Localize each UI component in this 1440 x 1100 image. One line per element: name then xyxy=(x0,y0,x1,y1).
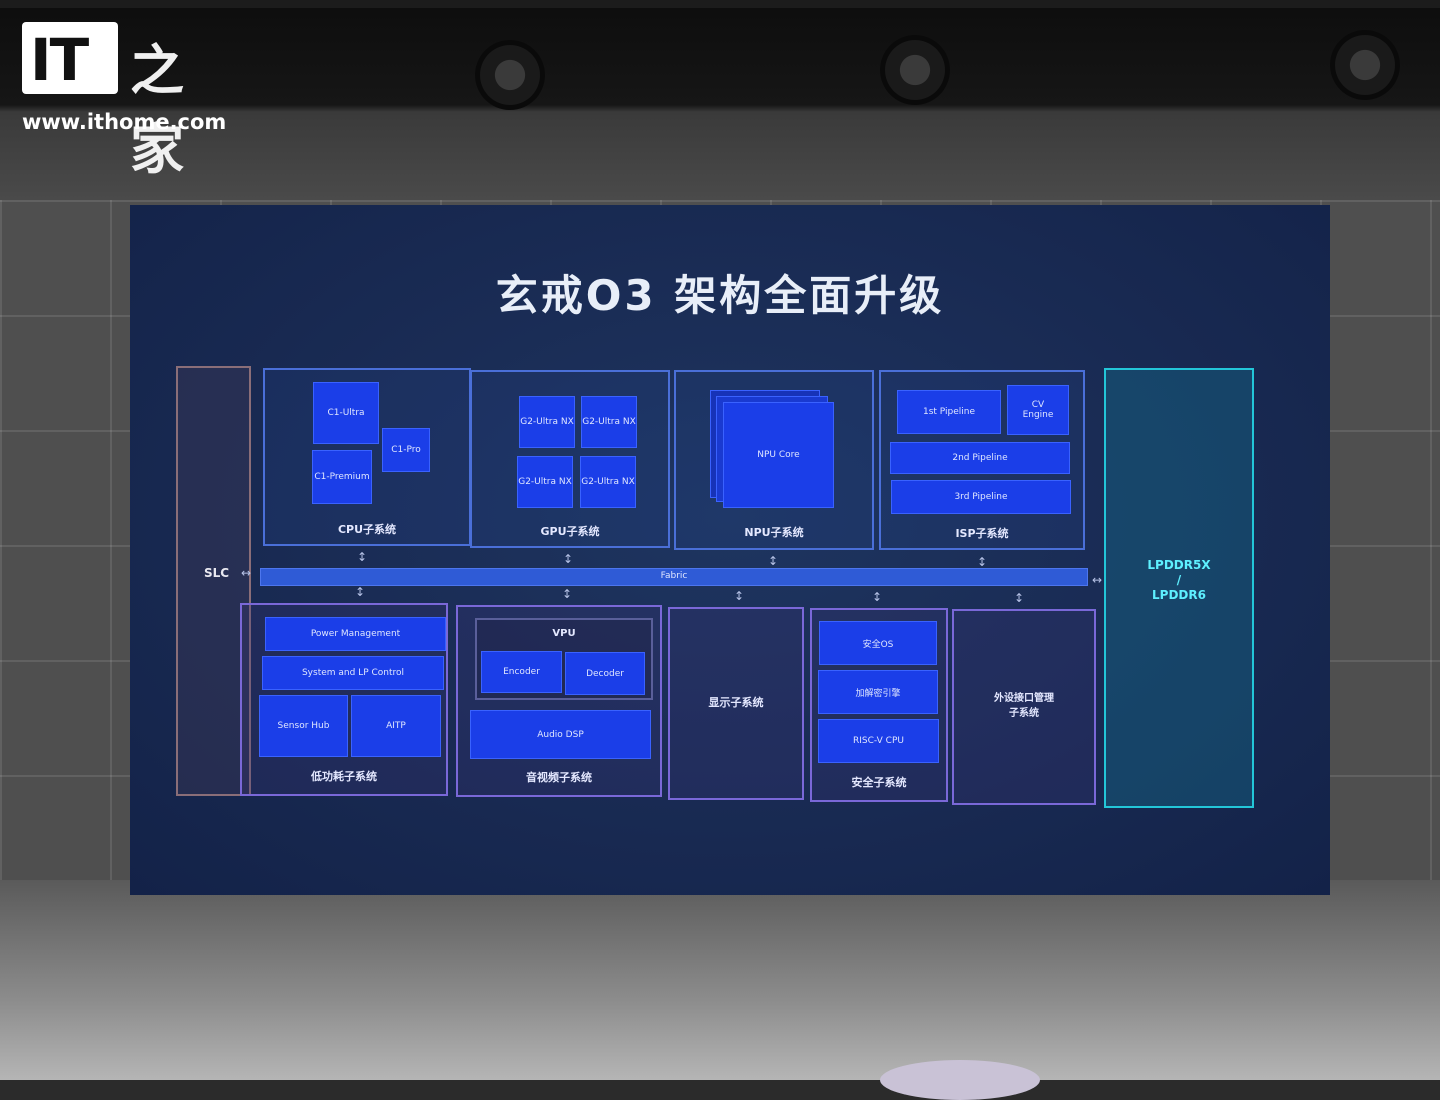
audio-dsp: Audio DSP xyxy=(470,710,651,759)
crypto-engine: 加解密引擎 xyxy=(818,670,938,714)
peripheral-subsystem xyxy=(952,609,1096,805)
gpu-label: GPU子系统 xyxy=(540,525,600,538)
ithome-logo: IT xyxy=(22,22,118,94)
peripheral-label-line-1: 外设接口管理 xyxy=(994,693,1054,704)
ithome-url: www.ithome.com xyxy=(22,110,227,134)
av-subsystem xyxy=(456,605,662,797)
ithome-watermark: IT 之家 www.ithome.com xyxy=(22,22,226,181)
fabric-label: Fabric xyxy=(660,571,688,581)
system-lp-control: System and LP Control xyxy=(262,656,444,690)
aitp: AITP xyxy=(351,695,441,757)
peripheral-label-line-2: 子系统 xyxy=(1009,708,1039,719)
presentation-screen xyxy=(130,205,1330,895)
cpu-core-premium: C1-Premium xyxy=(312,450,372,504)
slc-label: SLC xyxy=(204,566,230,580)
av-arrow: ↕ xyxy=(562,587,573,601)
low-power-label: 低功耗子系统 xyxy=(311,770,377,783)
cpu-label: CPU子系统 xyxy=(337,523,397,536)
memory-line-3: LPDDR6 xyxy=(1152,588,1206,602)
cv-engine: CV Engine xyxy=(1007,385,1069,435)
stage-light xyxy=(475,40,545,110)
npu-arrow: ↕ xyxy=(768,554,779,568)
cv-engine-line-2: Engine xyxy=(1022,410,1054,420)
npu-core: NPU Core xyxy=(723,402,834,508)
risc-v-cpu: RISC-V CPU xyxy=(818,719,939,763)
security-arrow: ↕ xyxy=(872,590,883,604)
cpu-core-ultra: C1-Ultra xyxy=(313,382,379,444)
power-management: Power Management xyxy=(265,617,446,651)
isp-pipeline-2: 2nd Pipeline xyxy=(890,442,1070,474)
memory-line-2: / xyxy=(1176,573,1182,587)
vpu-label: VPU xyxy=(552,628,576,639)
npu-label: NPU子系统 xyxy=(744,526,804,539)
stage-light xyxy=(880,35,950,105)
peripheral-label: 外设接口管理 子系统 xyxy=(952,691,1096,721)
fabric-bus xyxy=(260,568,1088,586)
ithome-logo-text: IT xyxy=(30,26,89,94)
lighting-rig xyxy=(0,0,1440,8)
gpu-core-4: G2-Ultra NX xyxy=(580,456,636,508)
gpu-core-2: G2-Ultra NX xyxy=(581,396,637,448)
display-arrow: ↕ xyxy=(734,589,745,603)
isp-label: ISP子系统 xyxy=(955,527,1009,540)
sensor-hub: Sensor Hub xyxy=(259,695,348,757)
audience-head xyxy=(880,1060,1040,1100)
ithome-logo-cn: 之家 xyxy=(130,39,184,181)
ceiling xyxy=(0,0,1440,200)
cpu-arrow: ↕ xyxy=(357,550,368,564)
memory-label: LPDDR5X / LPDDR6 xyxy=(1104,558,1254,603)
isp-pipeline-1: 1st Pipeline xyxy=(897,390,1001,434)
encoder: Encoder xyxy=(481,651,562,693)
memory-block xyxy=(1104,368,1254,808)
memory-line-1: LPDDR5X xyxy=(1147,558,1211,572)
fabric-memory-arrow: ↔ xyxy=(1092,573,1103,587)
av-label: 音视频子系统 xyxy=(526,771,592,784)
isp-arrow: ↕ xyxy=(977,555,988,569)
security-label: 安全子系统 xyxy=(851,776,907,789)
slc-bar xyxy=(176,366,251,796)
lowpower-arrow: ↕ xyxy=(355,585,366,599)
slide-title: 玄戒O3 架构全面升级 xyxy=(495,271,945,320)
gpu-arrow: ↕ xyxy=(563,552,574,566)
decoder: Decoder xyxy=(565,652,645,695)
lower-wall xyxy=(0,880,1440,1080)
cv-engine-line-1: CV xyxy=(1031,400,1045,410)
stage-light xyxy=(1330,30,1400,100)
isp-pipeline-3: 3rd Pipeline xyxy=(891,480,1071,514)
gpu-core-3: G2-Ultra NX xyxy=(517,456,573,508)
cpu-core-pro: C1-Pro xyxy=(382,428,430,472)
slc-fabric-arrow: ↔ xyxy=(241,566,252,580)
display-label: 显示子系统 xyxy=(708,696,764,709)
secure-os: 安全OS xyxy=(819,621,937,665)
display-subsystem xyxy=(668,607,804,800)
gpu-core-1: G2-Ultra NX xyxy=(519,396,575,448)
peripheral-arrow: ↕ xyxy=(1014,591,1025,605)
